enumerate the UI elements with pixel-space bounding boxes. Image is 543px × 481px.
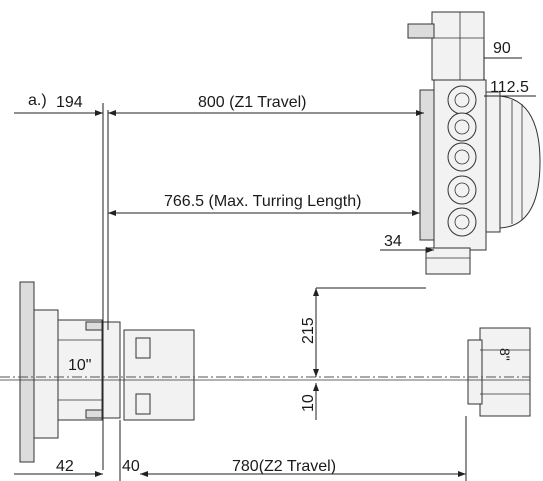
headstock-flange (19, 281, 35, 463)
z2-travel-label: 780(Z2 Travel) (232, 458, 336, 475)
main-chuck (57, 319, 103, 421)
spindle-nose (33, 309, 59, 439)
dim-10: 10 (300, 383, 319, 420)
turret-base (425, 247, 471, 275)
cropped-label: a.) (28, 92, 47, 109)
dim-194: a.) 194 (14, 92, 103, 116)
dim-194-label: 194 (56, 94, 83, 111)
sub-spindle-assembly (467, 327, 531, 417)
dim-112-5: 112.5 (484, 79, 536, 97)
dim-40: 40 (119, 420, 140, 481)
dim-40-label: 40 (122, 458, 140, 475)
sub-chuck-size-label: 8" (497, 348, 513, 361)
turret-tool-discs (447, 85, 477, 237)
dim-90-label: 90 (493, 40, 511, 57)
dim-max-turning-length: 766.5 (Max. Turring Length) (108, 193, 420, 216)
dim-z2-travel: 780(Z2 Travel) (140, 416, 467, 481)
dim-34: 34 (380, 233, 434, 253)
turret-motor-housing (431, 11, 485, 81)
dim-42: 42 (14, 458, 103, 477)
dim-34-label: 34 (384, 233, 402, 250)
turret-motor-cap (407, 23, 435, 39)
chuck-jaw-block (101, 321, 121, 419)
dim-90: 90 (483, 40, 522, 80)
dim-z1-travel: 800 (Z1 Travel) (108, 94, 424, 116)
dim-215: 215 (300, 287, 426, 377)
dim-42-label: 42 (56, 458, 74, 475)
max-turning-length-label: 766.5 (Max. Turring Length) (164, 193, 361, 210)
dim-215-label: 215 (300, 317, 317, 344)
turret-face-plate (485, 91, 501, 233)
dim-10-label: 10 (300, 394, 317, 412)
sub-chuck-jaw (467, 339, 483, 405)
dim-112-5-label: 112.5 (490, 79, 529, 96)
main-chuck-size-label: 10" (68, 357, 91, 374)
turret-assembly (407, 11, 541, 275)
turret-side-plate (419, 89, 435, 241)
sub-chuck (479, 327, 531, 417)
workpiece (123, 329, 195, 421)
z1-travel-label: 800 (Z1 Travel) (198, 94, 306, 111)
main-spindle-assembly (19, 281, 121, 463)
workpiece-section (123, 329, 195, 421)
turret-drum (499, 95, 541, 229)
